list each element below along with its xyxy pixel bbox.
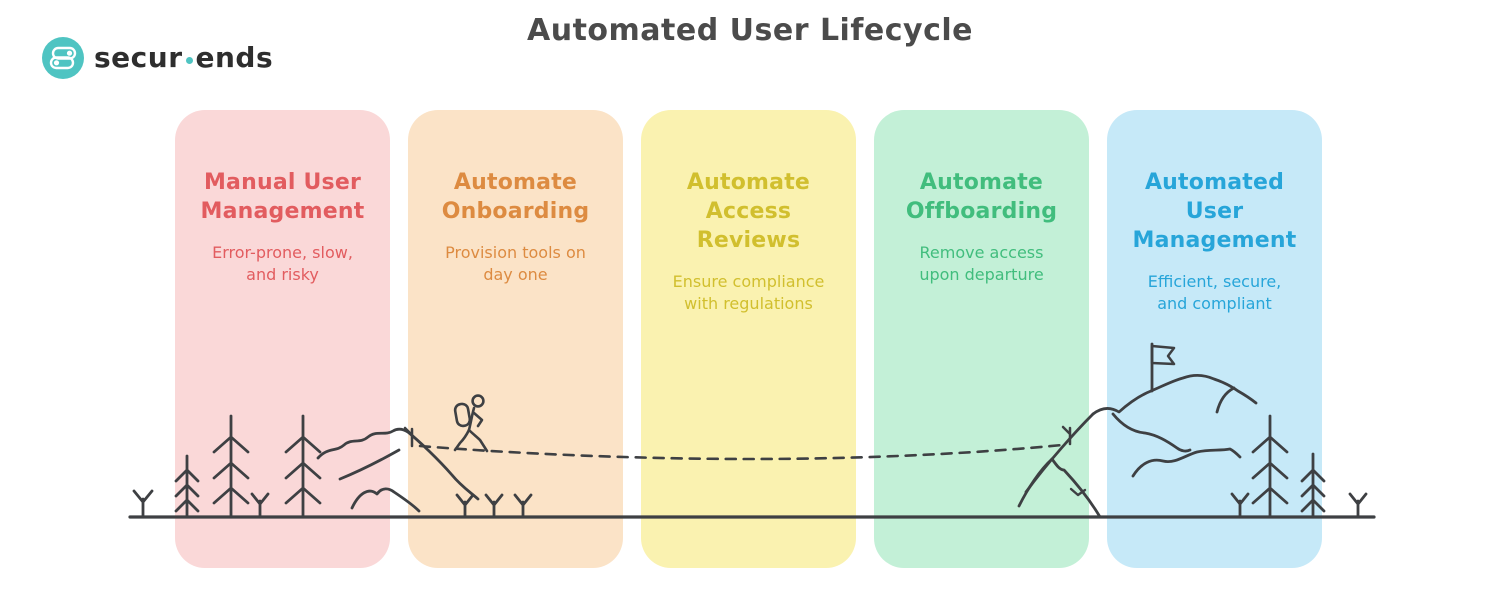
brand-part-ends: ends	[195, 41, 274, 74]
brand-part-secur: secur	[94, 41, 183, 74]
stage-card-automate-onboarding: Automate Onboarding Provision tools on d…	[408, 110, 623, 568]
stage-card-automate-offboarding: Automate Offboarding Remove access upon …	[874, 110, 1089, 568]
stage-description: Efficient, secure, and compliant	[1147, 272, 1282, 314]
stage-description: Remove access upon departure	[919, 243, 1044, 285]
stage-title: Automate Access Reviews	[686, 170, 811, 254]
securends-logo: secur ends	[42, 37, 273, 79]
lifecycle-stages: Manual User Management Error-prone, slow…	[175, 110, 1322, 568]
shrub-icon	[1348, 492, 1368, 519]
stage-title: Manual User Management	[200, 170, 365, 225]
shrub-icon	[132, 489, 154, 519]
page-title: Automated User Lifecycle	[527, 13, 973, 48]
stage-title: Automated User Management	[1132, 170, 1297, 254]
stage-description: Provision tools on day one	[445, 243, 586, 285]
stage-title: Automate Offboarding	[905, 170, 1058, 225]
stage-card-automate-access-reviews: Automate Access Reviews Ensure complianc…	[641, 110, 856, 568]
stage-card-manual-user-management: Manual User Management Error-prone, slow…	[175, 110, 390, 568]
stage-description: Ensure compliance with regulations	[672, 272, 825, 314]
stage-title: Automate Onboarding	[441, 170, 590, 225]
securends-wordmark: secur ends	[94, 44, 273, 72]
stage-description: Error-prone, slow, and risky	[212, 243, 353, 285]
stage-card-automated-user-management: Automated User Management Efficient, sec…	[1107, 110, 1322, 568]
securends-logo-icon	[42, 37, 84, 79]
brand-separator-dot-icon	[185, 56, 193, 64]
